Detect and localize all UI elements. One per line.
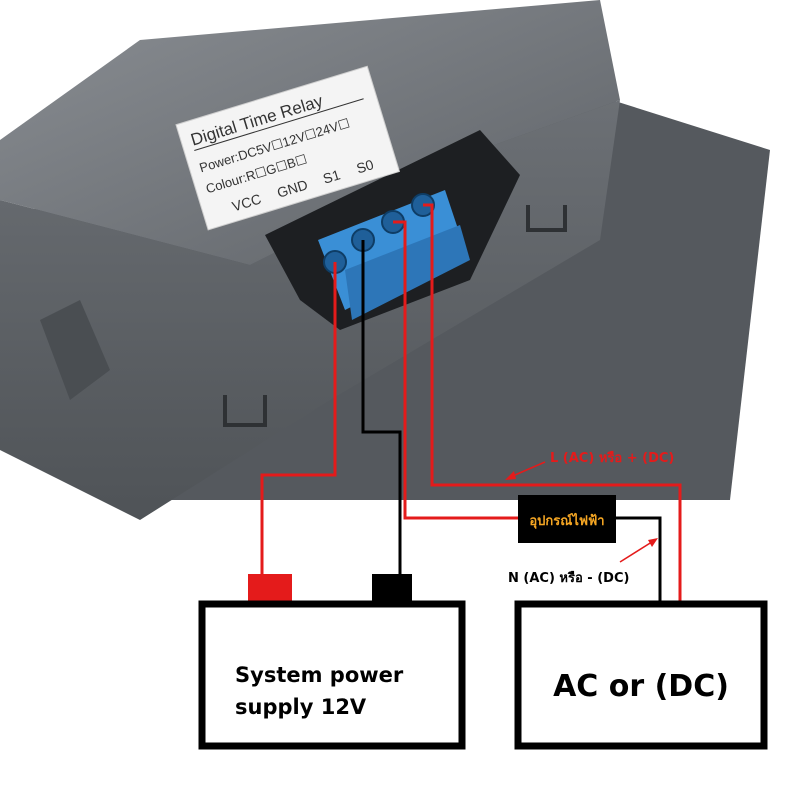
supply-label-line2: supply 12V [235,695,367,719]
supply-box [198,600,466,750]
ac-dc-source: AC or (DC) [514,600,768,750]
wire-vcc [260,262,337,580]
arrow-live-head [505,471,516,480]
device-label: อุปกรณ์ไฟฟ้า [529,512,604,529]
mount-hook [223,395,267,427]
supply-negative-terminal [372,574,412,604]
supply-positive-terminal [248,574,292,604]
electrical-device: อุปกรณ์ไฟฟ้า [518,495,616,543]
device-box [518,495,616,543]
arrows [505,461,658,563]
mount-hook [526,205,567,232]
wires [260,203,682,605]
arrow-neutral-head [648,538,658,547]
wire-s0 [423,203,682,605]
ac-dc-label: AC or (DC) [553,669,729,704]
label-sticker: Digital Time Relay Power:DC5V☐12V☐24V☐ C… [175,65,401,231]
sticker-pin-s1: S1 [321,166,342,186]
wire-neutral [615,516,662,605]
supply-label-line1: System power [235,663,404,687]
arrow-neutral [619,539,656,563]
terminal-block-front [345,225,470,320]
sticker-pin-s0: S0 [354,156,375,176]
system-power-supply: System power supply 12V [198,574,466,750]
label-live: L (AC) หรือ + (DC) [550,450,674,466]
ac-dc-box [514,600,768,750]
relay-module [0,0,770,520]
label-neutral: N (AC) หรือ - (DC) [508,570,629,586]
wire-s1 [393,220,520,520]
side-clip [40,300,110,400]
wire-gnd [361,240,402,580]
sticker-underline [194,98,364,151]
sticker-background [175,65,401,231]
